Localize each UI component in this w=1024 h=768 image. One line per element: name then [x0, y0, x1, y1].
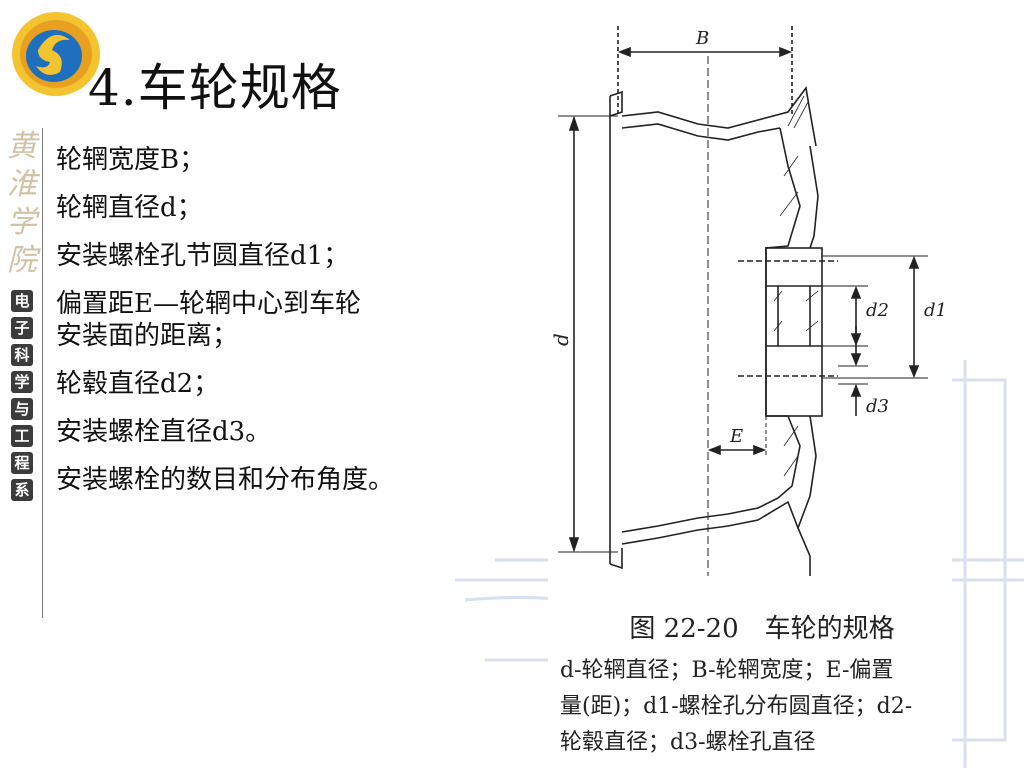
caption-line: 轮毂直径；d3-螺栓孔直径 [560, 730, 816, 755]
spec-item: 偏置距E—轮辋中心到车轮安装面的距离； [56, 289, 361, 351]
slide-title: 4.车轮规格 [88, 59, 342, 117]
department-char: 电 [11, 290, 33, 312]
label-d3: d3 [866, 396, 889, 417]
spec-item: 轮毂直径d2； [56, 369, 220, 399]
department-char: 工 [11, 425, 33, 447]
side-divider [42, 128, 43, 618]
department-char: 系 [11, 479, 33, 501]
spec-item: 轮辋宽度B； [56, 145, 206, 175]
school-logo-icon [12, 12, 100, 96]
department-char: 与 [11, 398, 33, 420]
department-char: 科 [11, 344, 33, 366]
caption-line: d-轮辋直径；B-轮辋宽度；E-偏置 [560, 658, 894, 683]
calligraphy-char: 院 [7, 243, 37, 278]
department-char: 学 [11, 371, 33, 393]
spec-item: 轮辋直径d； [56, 193, 203, 223]
label-B: B [695, 28, 709, 49]
figure-caption: 图 22-20 车轮的规格 d-轮辋直径；B-轮辋宽度；E-偏置 量(距)；d1… [548, 608, 952, 761]
department-char: 程 [11, 452, 33, 474]
spec-item: 安装螺栓孔节圆直径d1； [56, 241, 350, 271]
spec-item: 安装螺栓的数目和分布角度。 [56, 465, 395, 495]
label-d: d [549, 333, 573, 346]
wheel-cross-section-drawing: B d d1 d2 d3 E [549, 26, 947, 576]
caption-title: 图 22-20 车轮的规格 [629, 614, 895, 644]
calligraphy-char: 淮 [7, 167, 37, 202]
calligraphy-char: 学 [7, 205, 37, 240]
label-d1: d1 [924, 300, 947, 321]
spec-list: 轮辋宽度B； 轮辋直径d； 安装螺栓孔节圆直径d1； 偏置距E—轮辋中心到车轮安… [56, 144, 456, 512]
school-name-calligraphy: 黄 淮 学 院 [4, 128, 40, 280]
label-E: E [729, 426, 743, 447]
label-d2: d2 [866, 300, 889, 321]
spec-item: 安装螺栓直径d3。 [56, 417, 272, 447]
department-label: 电 子 科 学 与 工 程 系 [8, 290, 36, 506]
calligraphy-char: 黄 [7, 129, 37, 164]
wheel-spec-figure: B d d1 d2 d3 E 图 22-20 车轮的规格 d-轮辋直径；B-轮辋… [548, 16, 952, 768]
caption-line: 量(距)；d1-螺栓孔分布圆直径；d2- [560, 694, 913, 719]
department-char: 子 [11, 317, 33, 339]
